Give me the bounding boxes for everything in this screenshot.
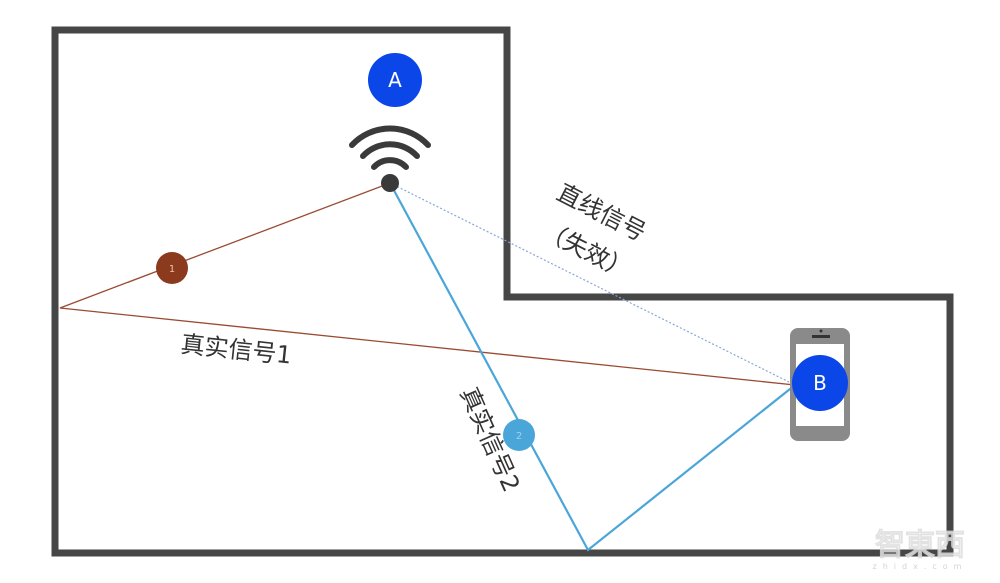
reflection-marker-2 xyxy=(503,419,535,451)
reflection-marker-1 xyxy=(156,252,188,284)
node-a-label: A xyxy=(388,68,402,92)
node-b xyxy=(792,355,848,411)
watermark: 智東西 zhidx.com xyxy=(873,528,968,571)
direct-signal-path xyxy=(389,182,796,386)
real-signal-2-path xyxy=(389,182,796,552)
real-signal-1-label: 真实信号1 xyxy=(179,330,293,369)
svg-text:智東西: 智東西 xyxy=(875,528,965,563)
node-a xyxy=(368,53,422,107)
reflection-marker-1-label: 1 xyxy=(169,264,175,275)
svg-text:zhidx.com: zhidx.com xyxy=(873,562,968,571)
real-signal-1-path xyxy=(59,182,796,386)
node-b-label: B xyxy=(813,371,827,395)
room-walls xyxy=(51,26,954,557)
reflection-marker-2-label: 2 xyxy=(516,431,522,442)
wifi-router-icon xyxy=(349,125,431,192)
